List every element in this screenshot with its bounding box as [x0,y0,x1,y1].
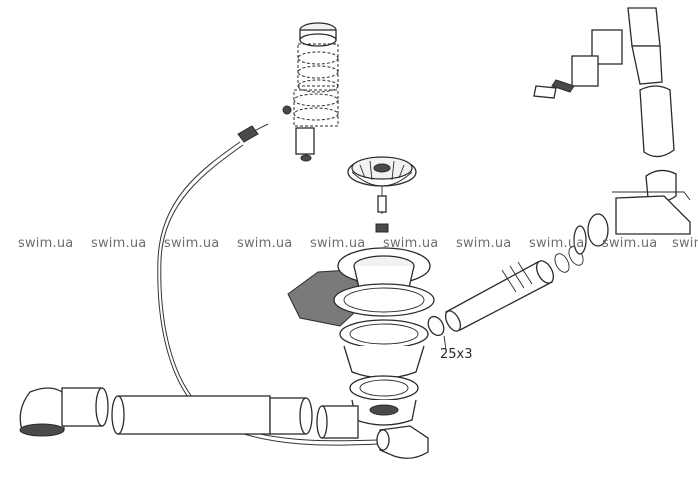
control-cable [157,123,379,446]
watermark-text: swim.ua [383,236,439,251]
seal-size-callout: 25x3 [440,347,473,362]
drain-pipe-elbow [19,387,109,437]
watermark-text: swim.ua [237,236,293,251]
drain-pipe-straight-1 [111,395,313,435]
overflow-hose [427,246,584,351]
watermark-text: swim.ua [91,236,147,251]
strainer-basket [347,156,417,233]
drain-pipe-straight-2 [316,405,359,439]
watermark-text: swim.ua [672,236,698,251]
watermark-text: swim.ua [18,236,74,251]
watermark-text: swim.ua [310,236,366,251]
overflow-unit [533,7,691,255]
drain-flange-stack [333,247,435,426]
watermark-text: swim.ua [529,236,585,251]
watermark-text: swim.ua [164,236,220,251]
watermark-text: swim.ua [456,236,512,251]
remote-knob-assembly [282,22,339,162]
outlet-elbow [376,425,429,459]
watermark-text: swim.ua [602,236,658,251]
